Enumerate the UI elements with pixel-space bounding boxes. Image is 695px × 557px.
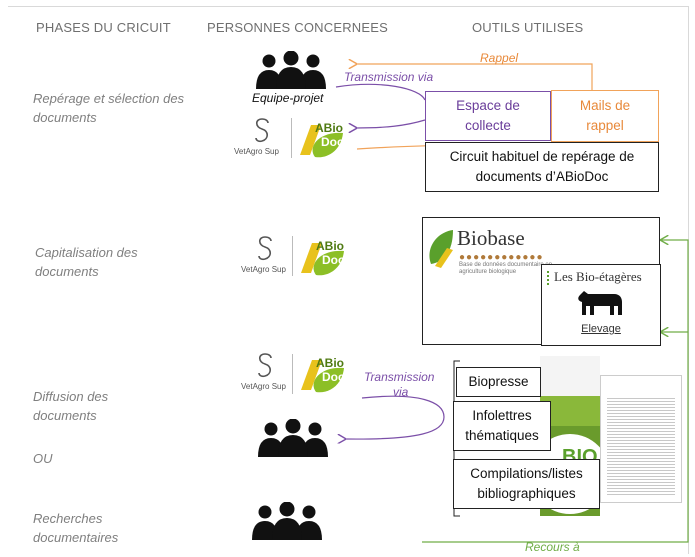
biobase-title: Biobase	[457, 226, 525, 250]
cow-icon	[578, 291, 622, 315]
espace-to-logo-arrow	[356, 119, 426, 128]
abiodoc-text-1: ABio	[316, 239, 344, 253]
newsletter-header	[540, 356, 600, 396]
abiodoc-text-2: Doc	[321, 135, 344, 149]
transmission-via-label: Transmission via	[344, 70, 434, 84]
doc-text-lines	[607, 396, 675, 496]
biopresse-text: Biopresse	[468, 374, 529, 389]
header-phases: PHASES DU CRICUIT	[36, 20, 171, 35]
recours-label: Recours à	[525, 540, 580, 554]
bioetageres-title: Les Bio-étagères	[554, 269, 642, 284]
team-icon	[252, 502, 322, 540]
circuit-text: Circuit habituel de repérage de document…	[449, 149, 635, 184]
logo-divider	[292, 354, 293, 394]
phase-capitalisation: Capitalisation des documents	[35, 245, 138, 279]
team-icon	[258, 419, 328, 457]
transmission-curve-top	[335, 83, 426, 101]
document-page	[600, 375, 682, 503]
vetagro-logo: VetAgro Sup	[241, 235, 295, 277]
biobase-dots: ●●●●●●●●●●●●	[459, 252, 544, 263]
abiodoc-logo: ABio Doc	[297, 117, 349, 159]
abiodoc-text-2: Doc	[322, 253, 345, 267]
vetagro-logo: VetAgro Sup	[234, 117, 288, 159]
abiodoc-text-1: ABio	[316, 356, 344, 370]
vetagro-text: VetAgro Sup	[241, 382, 286, 391]
mails-rappel-text: Mails de rappel	[579, 98, 631, 133]
logo-divider	[291, 118, 292, 158]
phase-reperage: Repérage et sélection des documents	[33, 91, 185, 125]
biopresse-box: Biopresse	[456, 367, 541, 397]
phase-ou: OU	[33, 451, 53, 466]
espace-collecte-text: Espace de collecte	[456, 98, 520, 133]
mails-rappel-box: Mails de rappel	[551, 90, 659, 142]
vetagro-text: VetAgro Sup	[234, 147, 279, 156]
transmission-curve-diffusion	[345, 395, 445, 439]
vetagro-text: VetAgro Sup	[241, 265, 286, 274]
header-personnes: PERSONNES CONCERNEES	[207, 20, 388, 35]
abiodoc-logo: ABio Doc	[298, 352, 350, 394]
abiodoc-text-2: Doc	[322, 370, 345, 384]
vetagro-logo: VetAgro Sup	[241, 352, 295, 394]
abiodoc-text-1: ABio	[315, 121, 343, 135]
equipe-projet-label: Equipe-projet	[252, 91, 324, 105]
transmission-label: Transmission	[364, 370, 435, 384]
via-label: via	[393, 385, 409, 399]
biobase-leaf-icon	[429, 230, 453, 268]
compilations-text: Compilations/listes bibliographiques	[470, 466, 583, 501]
infolettres-box: Infolettres thématiques	[453, 401, 551, 451]
frame-top-line	[8, 6, 689, 7]
biobase-panel: Biobase ●●●●●●●●●●●● Base de données doc…	[422, 217, 661, 346]
rappel-label: Rappel	[480, 51, 519, 65]
phase-diffusion: Diffusion des documents	[33, 389, 109, 423]
header-outils: OUTILS UTILISES	[472, 20, 584, 35]
team-icon	[256, 51, 326, 89]
circuit-box: Circuit habituel de repérage de document…	[425, 142, 659, 192]
bioetageres-marker	[547, 271, 551, 285]
phase-recherches: Recherches documentaires	[33, 511, 119, 545]
biobase-subtitle: Base de données documentaire en agricult…	[459, 262, 553, 275]
elevage-link[interactable]: Elevage	[581, 323, 621, 335]
logo-divider	[292, 236, 293, 276]
espace-collecte-box: Espace de collecte	[425, 91, 551, 141]
rappel-arrow	[356, 64, 593, 90]
abiodoc-logo: ABio Doc	[298, 235, 350, 277]
green-arrow-1	[422, 240, 689, 543]
infolettres-text: Infolettres thématiques	[465, 408, 539, 443]
compilations-box: Compilations/listes bibliographiques	[453, 459, 600, 509]
bioetageres-panel: Les Bio-étagères Elevage	[541, 264, 661, 346]
